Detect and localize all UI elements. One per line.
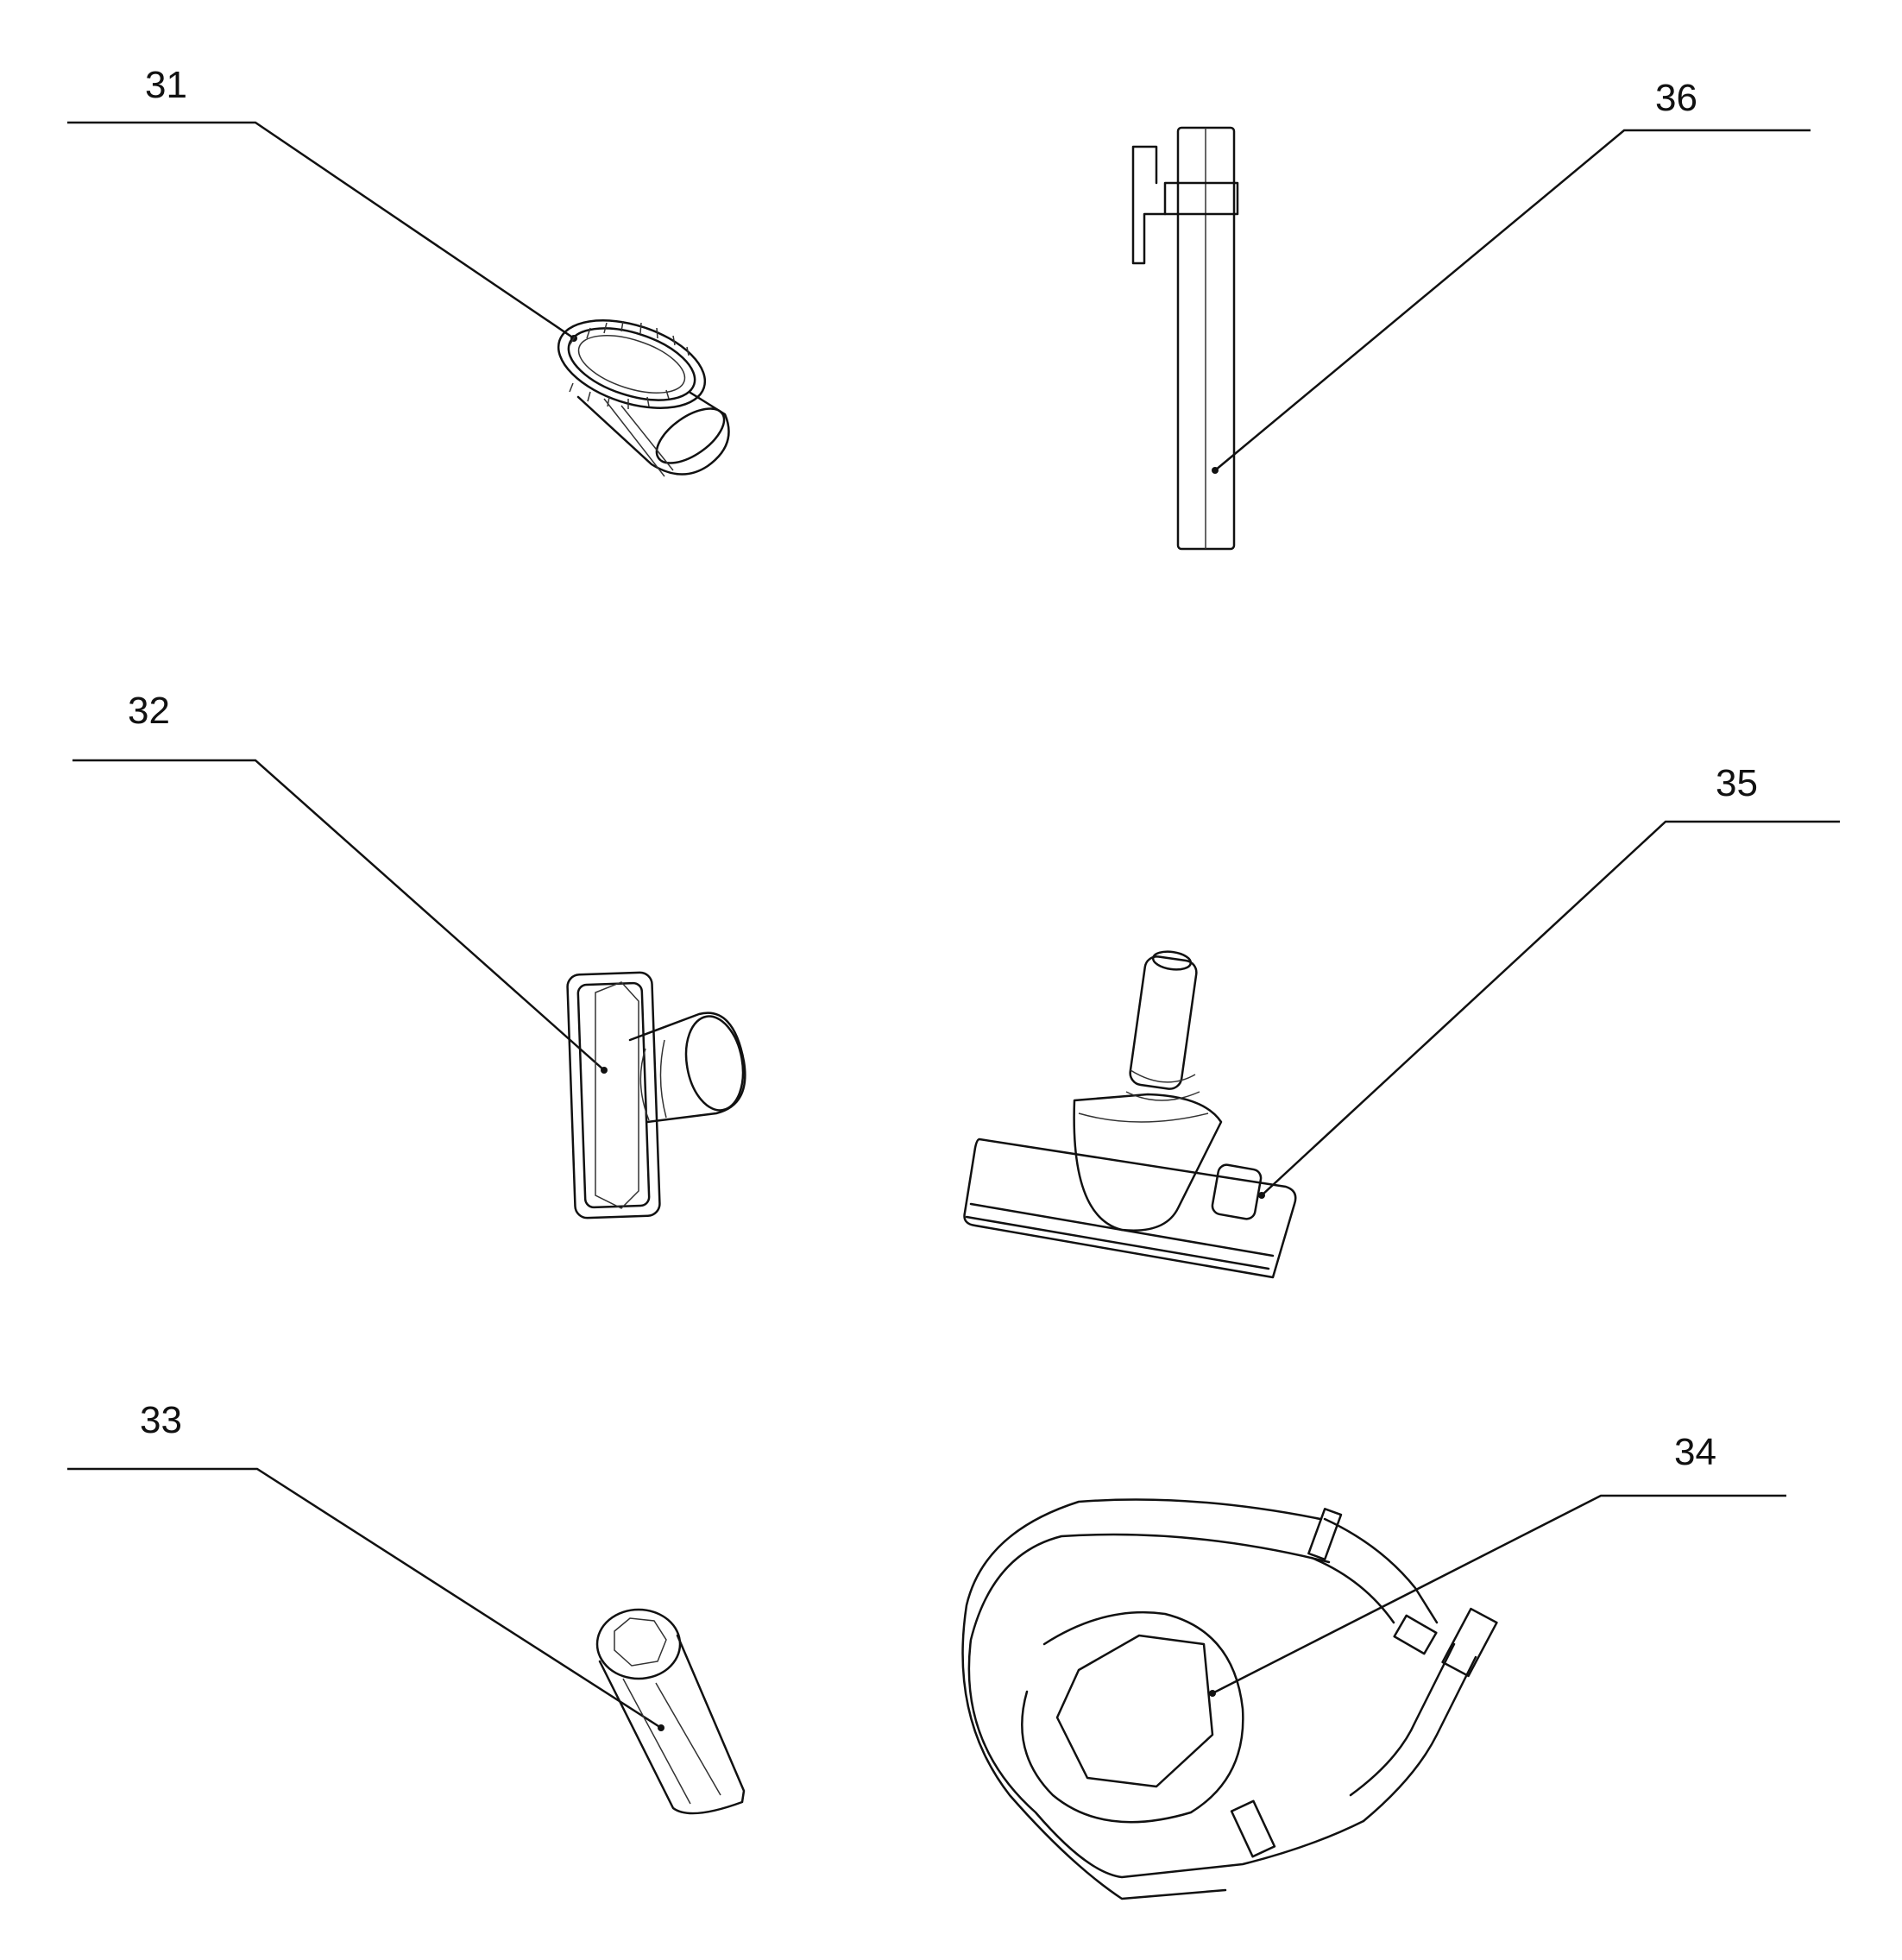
leader-line-33 — [67, 1467, 662, 1730]
part-35-floor-nozzle: 35 — [963, 762, 1840, 1279]
leader-line-36 — [1214, 129, 1811, 471]
label-32: 32 — [128, 690, 170, 732]
leader-dot-35 — [1258, 1192, 1265, 1199]
label-36: 36 — [1655, 77, 1697, 119]
leader-dot-33 — [658, 1724, 664, 1731]
part-31-brush-nozzle: 31 — [67, 64, 730, 477]
crevice-tool-drawing — [595, 1608, 746, 1815]
part-34-hose: 34 — [961, 1431, 1786, 1900]
label-31: 31 — [145, 64, 187, 106]
leader-line-34 — [1212, 1494, 1786, 1695]
leader-line-32 — [72, 759, 605, 1071]
floor-nozzle-drawing — [963, 950, 1297, 1279]
leader-line-31 — [67, 121, 575, 340]
label-34: 34 — [1674, 1431, 1716, 1473]
part-33-crevice-tool: 33 — [67, 1399, 746, 1815]
label-33: 33 — [140, 1399, 182, 1441]
part-32-upholstery-nozzle: 32 — [72, 690, 746, 1219]
extension-tube-drawing — [1131, 126, 1239, 551]
brush-nozzle-drawing — [557, 319, 730, 477]
upholstery-nozzle-drawing — [566, 971, 746, 1219]
label-35: 35 — [1716, 762, 1758, 804]
part-36-extension-tube: 36 — [1131, 77, 1811, 551]
leader-dot-32 — [601, 1067, 608, 1074]
leader-dot-34 — [1209, 1690, 1216, 1697]
leader-dot-36 — [1212, 467, 1219, 474]
hose-drawing — [961, 1498, 1498, 1900]
leader-line-35 — [1261, 820, 1840, 1196]
